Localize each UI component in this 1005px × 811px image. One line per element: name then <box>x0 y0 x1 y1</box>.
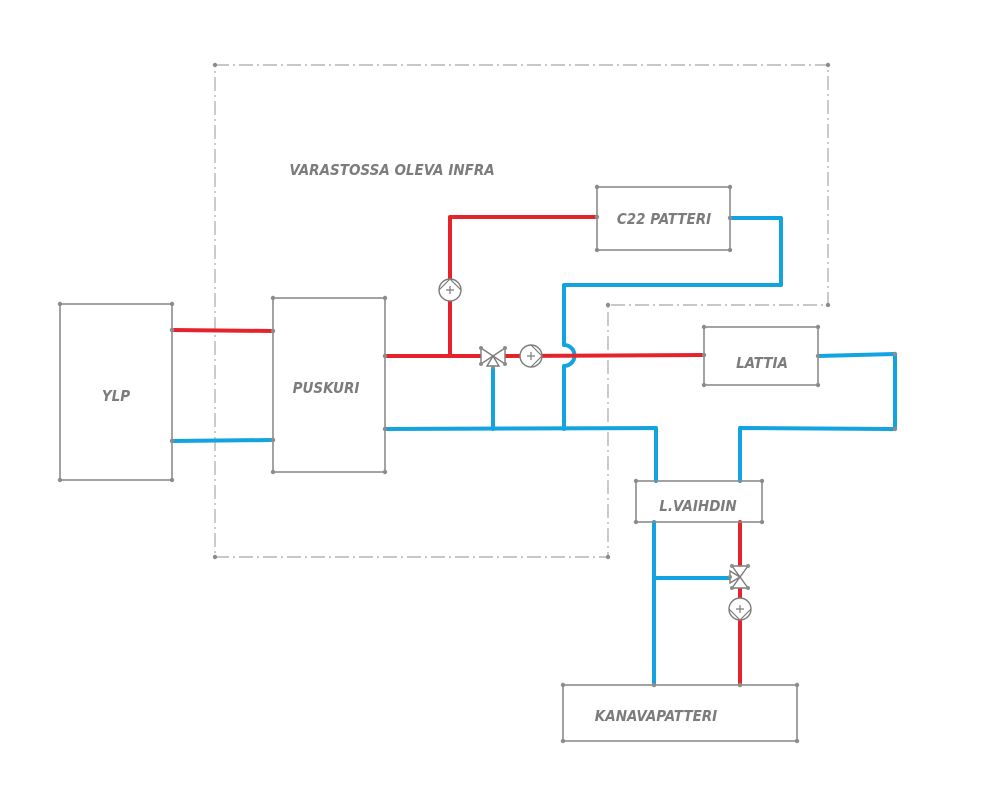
c22-label: C22 PATTERI <box>617 210 711 228</box>
pipe-c22-supply <box>448 215 599 358</box>
puskuri-tank: PUSKURI <box>270 295 388 475</box>
puskuri-label: PUSKURI <box>293 379 360 397</box>
region-title: VARASTOSSA OLEVA INFRA <box>289 161 494 179</box>
supply-pipes <box>170 215 742 687</box>
kanavapatteri-label: KANAVAPATTERI <box>595 707 717 725</box>
region-boundary <box>214 64 829 558</box>
vaihdin-heat-exchanger: L.VAIHDIN <box>633 478 765 525</box>
lattia-floor-heating: LATTIA <box>701 324 898 432</box>
pipe-c22-return <box>562 216 783 431</box>
kanavapatteri-duct-coil: KANAVAPATTERI <box>560 682 800 744</box>
pipe-puskuri-return <box>383 426 658 483</box>
lattia-label: LATTIA <box>736 354 788 372</box>
pump-icon <box>438 278 462 302</box>
three-way-valve-icon <box>728 564 750 590</box>
region-boundary-corners <box>212 62 831 560</box>
ylp-unit: YLP <box>57 301 175 483</box>
vaihdin-label: L.VAIHDIN <box>659 497 737 515</box>
pipe-ylp-supply <box>170 328 275 333</box>
return-pipes <box>170 216 897 687</box>
pump-icon <box>728 597 752 621</box>
three-way-valve-icon <box>479 346 507 369</box>
c22-radiator: C22 PATTERI <box>594 184 733 253</box>
pipe-ylp-return <box>170 438 275 443</box>
ylp-label: YLP <box>102 387 130 405</box>
pump-icon <box>519 344 543 368</box>
